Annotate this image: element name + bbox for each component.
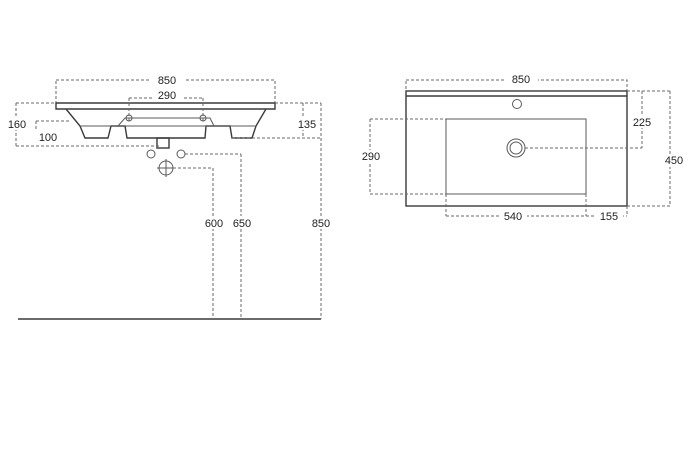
left-offset-label: 100: [39, 132, 57, 144]
inlet-height-label: 650: [233, 218, 251, 230]
label-bg: [358, 150, 384, 163]
basin-body: [65, 108, 267, 139]
label-bg: [4, 118, 30, 130]
label-bg: [504, 72, 538, 85]
right-margin-label: 155: [600, 211, 618, 223]
label-bg: [595, 209, 623, 222]
right-depth-label: 135: [298, 119, 316, 131]
left-depth-label: 160: [8, 119, 26, 131]
label-bg: [201, 216, 227, 229]
label-bg: [628, 115, 656, 128]
basin-top-slab: [55, 102, 276, 110]
drain-stub: [156, 137, 170, 149]
label-bg: [150, 73, 184, 86]
tap-hole-left-icon: [125, 114, 133, 122]
tap-hole-right-icon: [199, 114, 207, 122]
label-bg: [152, 89, 182, 101]
water-inlet-left-icon: [146, 149, 156, 159]
bowl-height-label: 290: [362, 151, 380, 163]
label-bg: [292, 117, 322, 130]
waste-height-label: 600: [205, 218, 223, 230]
tap-hole-icon: [512, 99, 522, 109]
bowl-width-label: 540: [504, 211, 522, 223]
overall-depth-label: 450: [665, 155, 683, 167]
tap-depth-label: 225: [633, 117, 651, 129]
label-bg: [499, 209, 527, 222]
label-bg: [229, 216, 255, 229]
top-view: 850 290 225 450 540 155: [358, 72, 688, 223]
water-inlet-right-icon: [176, 149, 186, 159]
tap-spacing-label: 290: [158, 90, 176, 102]
front-view: 850 290 160 100 135: [4, 73, 334, 320]
basin-bowl-line: [117, 117, 215, 127]
width-label: 850: [158, 75, 176, 87]
bowl-outline: [445, 118, 587, 195]
label-bg: [308, 216, 334, 229]
total-height-label: 850: [312, 218, 330, 230]
label-bg: [660, 154, 688, 167]
top-width-label: 850: [512, 74, 530, 86]
drain-inner-icon: [509, 141, 523, 155]
